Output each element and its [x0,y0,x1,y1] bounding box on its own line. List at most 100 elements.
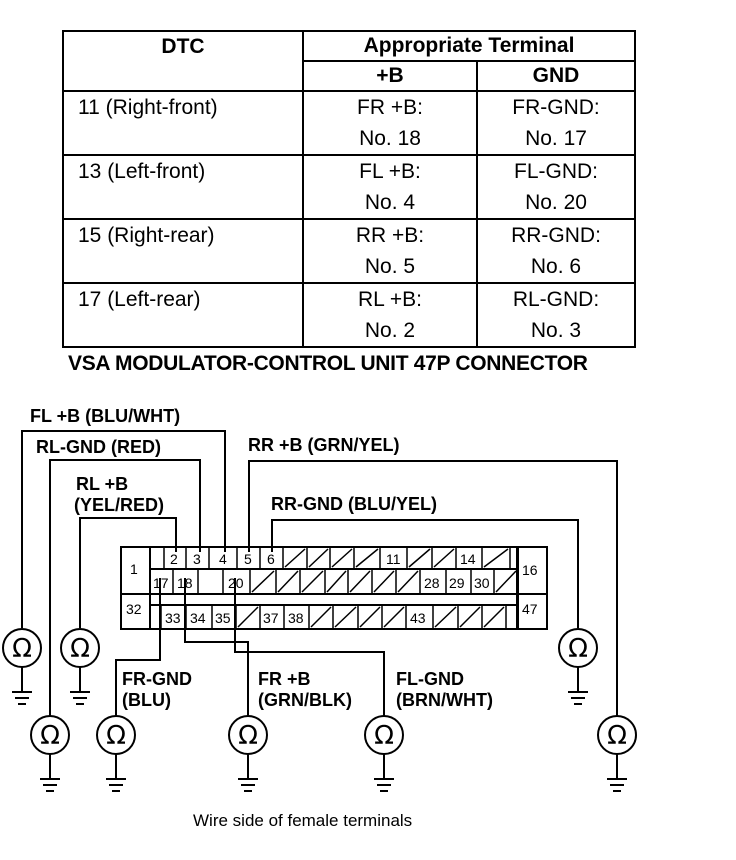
ground-icon [40,778,60,792]
pin-2: 2 [170,551,178,567]
table-header-row: DTC Appropriate Terminal [62,30,636,92]
label-rl-gnd: RL-GND (RED) [36,437,161,457]
plus-b-number: No. 5 [364,255,416,278]
ground-icon [568,691,588,705]
pin-47: 47 [522,601,538,617]
header-plus-b: +B [302,60,478,92]
ground-icon [70,691,90,705]
pin-32: 32 [126,601,142,617]
connector-left-tab-lower [120,593,151,630]
cell-dtc: 17 (Left-rear) [62,282,304,348]
ohm-icon: Ω [70,634,90,664]
cell-plus-b: FR +B: No. 18 [302,90,478,156]
pin-3: 3 [193,551,201,567]
plus-b-number: No. 18 [359,127,421,150]
ohm-icon: Ω [607,721,627,751]
header-dtc: DTC [62,30,304,92]
pin-30: 30 [474,575,490,591]
pin-37: 37 [263,610,279,626]
plus-b-terminal: FR +B: [357,96,423,119]
ground-icon [238,778,258,792]
pin-14: 14 [460,551,476,567]
pin-16: 16 [522,562,538,578]
label-fl-gnd: FL-GND [396,669,464,689]
pin-35: 35 [215,610,231,626]
gnd-terminal: FL-GND: [514,160,598,183]
wires [21,430,618,716]
dtc-terminal-table: DTC Appropriate Terminal +B GND 11 (Righ… [62,30,636,348]
cell-plus-b: RR +B: No. 5 [302,218,478,284]
plus-b-terminal: FL +B: [359,160,421,183]
wire-fl-gnd [234,578,385,716]
gnd-number: No. 17 [525,127,587,150]
label-fr-plus-b: FR +B [258,669,311,689]
ohm-icon: Ω [374,721,394,751]
table-subheader-row: +B GND [63,60,636,92]
ground-icon [106,778,126,792]
ohm-icon: Ω [106,721,126,751]
label-rr-gnd: RR-GND (BLU/YEL) [271,494,437,514]
gnd-number: No. 6 [530,255,582,278]
table-row: 17 (Left-rear) RL +B:No. 2 RL-GND:No. 3 [62,282,636,348]
wire-fr-gnd [115,578,161,716]
connector-cavities [160,547,517,629]
wire-rl-gnd [49,459,201,716]
plus-b-terminal: RL +B: [357,288,422,311]
table-row: 15 (Right-rear) RR +B:No. 5 RR-GND:No. 6 [62,218,636,284]
cell-plus-b: FL +B: No. 4 [302,154,478,220]
label-fl-gnd-color: (BRN/WHT) [396,690,493,710]
ground-icon [374,778,394,792]
ohm-icon: Ω [568,634,588,664]
cell-gnd: FL-GND: No. 20 [476,154,636,220]
plus-b-number: No. 2 [364,319,416,342]
ohm-icon: Ω [40,721,60,751]
label-rr-plus-b: RR +B (GRN/YEL) [248,435,400,455]
pin-11: 11 [386,551,401,567]
wire-fr-plus-b [184,578,249,716]
ground-icon [607,778,627,792]
pin-6: 6 [267,551,275,567]
label-fr-gnd-color: (BLU) [122,690,171,710]
pin-33: 33 [165,610,181,626]
label-fr-gnd: FR-GND [122,669,192,689]
pin-43: 43 [410,610,426,626]
pin-1: 1 [130,561,138,577]
wire-rl-plus-b [79,517,177,628]
ground-icon [12,691,32,705]
ground-icons [12,691,627,792]
label-fl-plus-b: FL +B (BLU/WHT) [30,406,180,426]
cell-plus-b: RL +B: No. 2 [302,282,478,348]
header-appropriate-terminal: Appropriate Terminal [302,30,636,62]
label-rl-plus-b: RL +B [76,474,128,494]
connector-title: VSA MODULATOR-CONTROL UNIT 47P CONNECTOR [68,352,588,375]
ohm-icon: Ω [12,634,32,664]
plus-b-terminal: RR +B: [355,224,425,247]
pin-4: 4 [219,551,227,567]
ohm-icon: Ω [238,721,258,751]
cell-gnd: FR-GND: No. 17 [476,90,636,156]
pin-34: 34 [190,610,206,626]
wire-fl-plus-b [21,430,226,628]
cell-gnd: RR-GND: No. 6 [476,218,636,284]
table-row: 13 (Left-front) FL +B: No. 4 FL-GND: No. 2… [62,154,636,220]
label-rl-plus-b-color: (YEL/RED) [74,495,164,515]
cell-dtc: 11 (Right-front) [62,90,304,156]
header-gnd: GND [476,60,636,92]
cell-dtc: 13 (Left-front) [62,154,304,220]
pin-29: 29 [449,575,465,591]
gnd-terminal: FR-GND: [512,96,600,119]
ohmmeters [2,628,637,779]
ohm-symbols: Ω Ω Ω Ω Ω Ω Ω Ω [12,634,627,751]
gnd-number: No. 20 [525,191,587,214]
pin-28: 28 [424,575,440,591]
pin-38: 38 [288,610,304,626]
plus-b-number: No. 4 [364,191,416,214]
label-fr-plus-b-color: (GRN/BLK) [258,690,352,710]
wire-labels: FL +B (BLU/WHT) RL-GND (RED) RL +B (YEL/… [30,406,493,710]
gnd-terminal: RL-GND: [512,288,600,311]
wire-rr-plus-b [248,460,618,716]
pin-5: 5 [244,551,252,567]
table-row: 11 (Right-front) FR +B: No. 18 FR-GND: No.… [62,90,636,156]
gnd-terminal: RR-GND: [511,224,601,247]
